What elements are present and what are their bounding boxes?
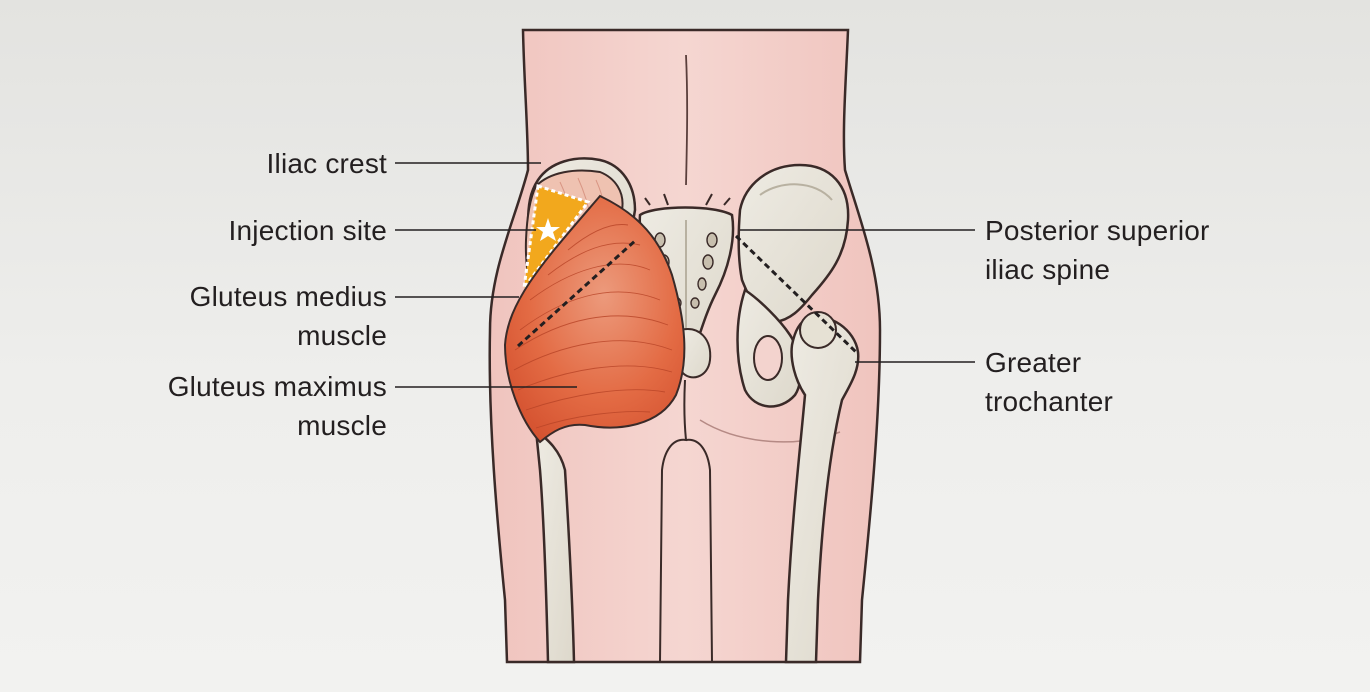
- label-gluteus-maximus: Gluteus maximus muscle: [167, 371, 387, 441]
- label-gluteus-medius: Gluteus medius muscle: [189, 281, 387, 351]
- star-icon: [536, 218, 560, 241]
- injection-site-area: [522, 184, 591, 289]
- gluteus-maximus-muscle: [503, 194, 686, 444]
- label-greater-trochanter: Greater trochanter: [985, 347, 1114, 417]
- landmark-dashed-lines: [516, 234, 858, 354]
- label-iliac-crest: Iliac crest: [266, 148, 387, 179]
- leader-lines: [395, 162, 975, 388]
- label-posterior-superior-iliac-spine: Posterior superior iliac spine: [985, 215, 1210, 285]
- label-injection-site: Injection site: [228, 215, 387, 246]
